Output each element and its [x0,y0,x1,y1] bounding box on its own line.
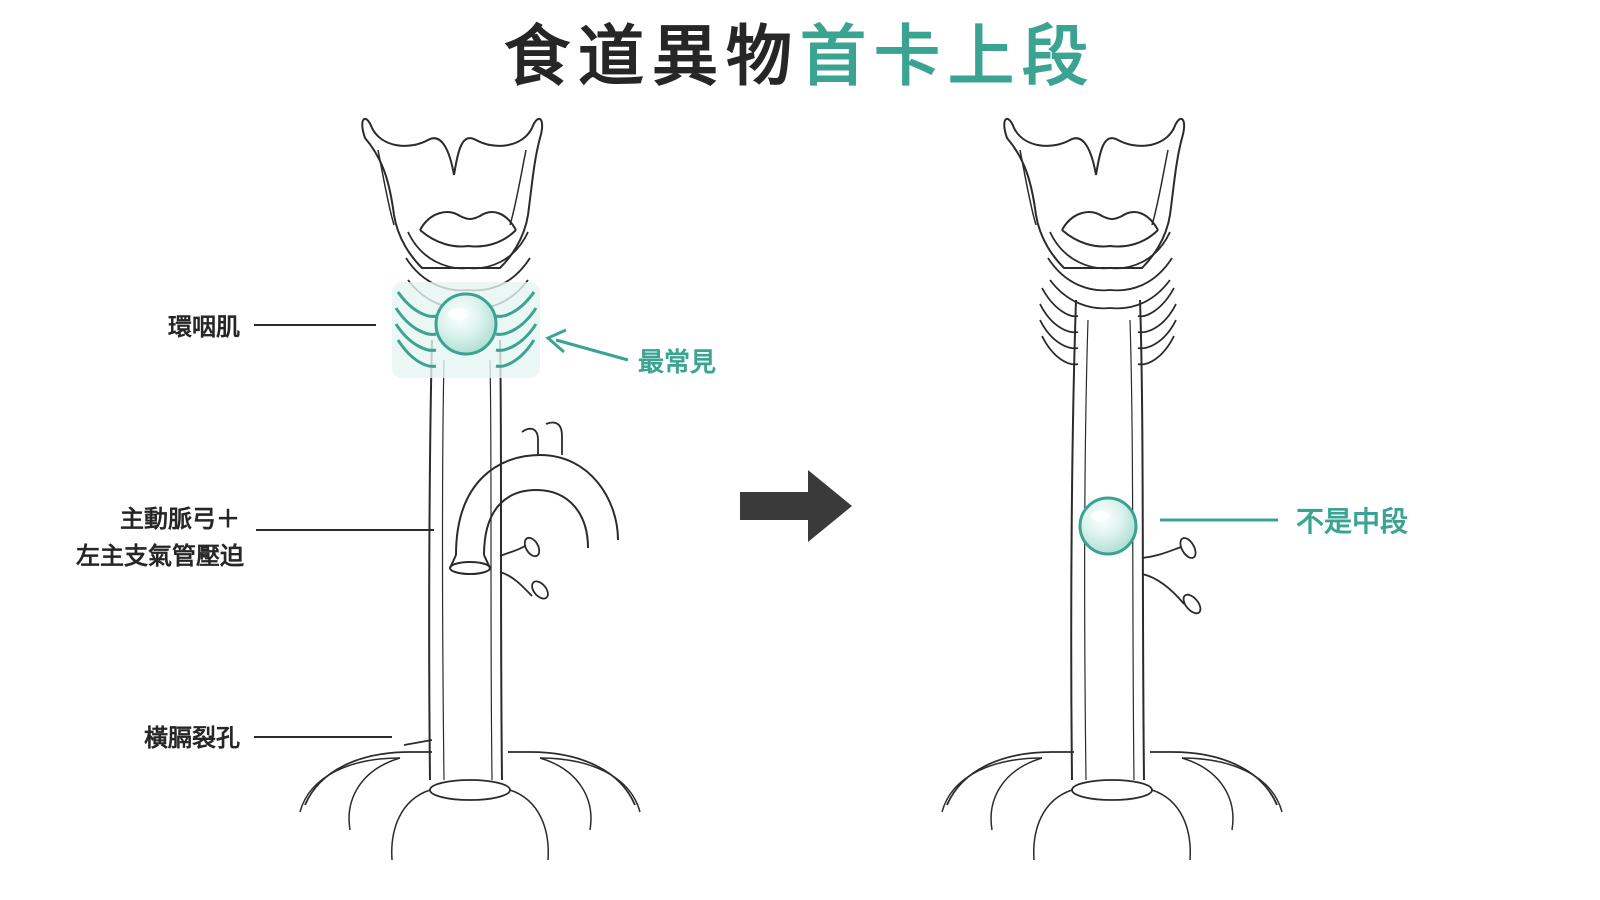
svg-text:左主支氣管壓迫: 左主支氣管壓迫 [76,542,245,570]
label-aortic-arch: 主動脈弓＋ 左主支氣管壓迫 [76,505,434,570]
title-main: 食道異物 [504,18,800,95]
title-accent: 首卡上段 [800,18,1096,95]
left-esophagus-illustration [299,117,641,861]
right-side-bronchus [1141,537,1202,615]
aortic-arch [449,421,619,575]
page-title: 食道異物首卡上段 [0,12,1600,102]
foreign-body-bolus [434,292,498,356]
svg-text:橫膈裂孔: 橫膈裂孔 [144,724,240,752]
right-esophagus-illustration [941,117,1283,861]
label-hiatus: 橫膈裂孔 [144,724,433,752]
svg-text:主動脈弓＋: 主動脈弓＋ [120,505,240,533]
left-bronchus [499,536,549,600]
svg-text:不是中段: 不是中段 [1296,505,1408,538]
right-arrow-icon [740,470,852,542]
mid-esophagus-bolus [1078,496,1138,556]
cricopharyngeus-rings [1039,287,1177,366]
svg-text:最常見: 最常見 [638,348,716,378]
callout-not-mid: 不是中段 [1160,505,1408,538]
label-cricopharyngeus: 環咽肌 [168,313,376,341]
callout-most-common: 最常見 [545,328,716,378]
svg-text:環咽肌: 環咽肌 [168,313,240,341]
